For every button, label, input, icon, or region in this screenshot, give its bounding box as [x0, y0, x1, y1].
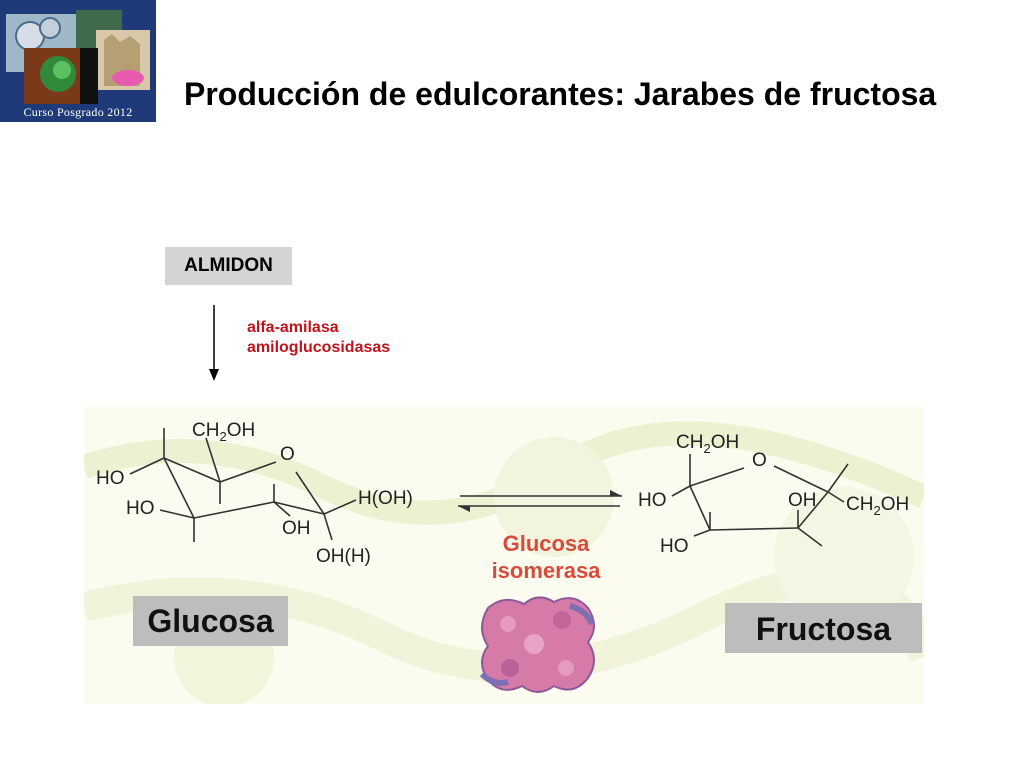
fructose-ring-oxygen: O	[752, 450, 767, 471]
fructose-ho-2: HO	[660, 536, 689, 557]
fructose-name-label: Fructosa	[725, 603, 922, 653]
slide-title: Producción de edulcorantes: Jarabes de f…	[184, 76, 937, 112]
panel-background-pattern	[84, 421, 924, 704]
glucose-ho-1: HO	[96, 468, 125, 489]
isomerase-line1: Glucosa	[502, 531, 590, 556]
glucose-structure: CH2OH O HO HO OH H(OH) OH(H)	[96, 420, 413, 567]
glucose-oh: OH	[282, 518, 311, 539]
glucose-isomerase-label: Glucosa isomerasa	[466, 530, 626, 584]
glucose-ho-2: HO	[126, 498, 155, 519]
equilibrium-arrows-icon	[458, 490, 622, 512]
svg-text:CH2OH: CH2OH	[676, 432, 739, 456]
glucose-ring-oxygen: O	[280, 444, 295, 465]
logo-collage-image	[6, 10, 150, 104]
enzyme-alpha-amylase: alfa-amilasa	[247, 319, 339, 336]
down-arrow-icon	[209, 305, 219, 381]
fructose-structure: CH2OH O HO HO OH CH2OH	[638, 432, 909, 557]
glucose-name-label: Glucosa	[133, 596, 288, 646]
logo-caption: Curso Posgrado 2012	[23, 105, 133, 119]
glucose-oh-h: OH(H)	[316, 546, 371, 567]
svg-text:CH2OH: CH2OH	[846, 494, 909, 518]
isomerase-line2: isomerasa	[491, 558, 601, 583]
course-logo: Curso Posgrado 2012	[0, 0, 156, 122]
glucose-isomerase-protein-image	[479, 596, 595, 693]
svg-text:CH2OH: CH2OH	[192, 420, 255, 444]
enzyme-list: alfa-amilasa amiloglucosidasas	[247, 318, 390, 358]
fructose-ho-1: HO	[638, 490, 667, 511]
starch-label: ALMIDON	[165, 247, 292, 285]
enzyme-amyloglucosidase: amiloglucosidasas	[247, 339, 391, 356]
fructose-oh: OH	[788, 490, 817, 511]
glucose-h-oh: H(OH)	[358, 488, 413, 509]
